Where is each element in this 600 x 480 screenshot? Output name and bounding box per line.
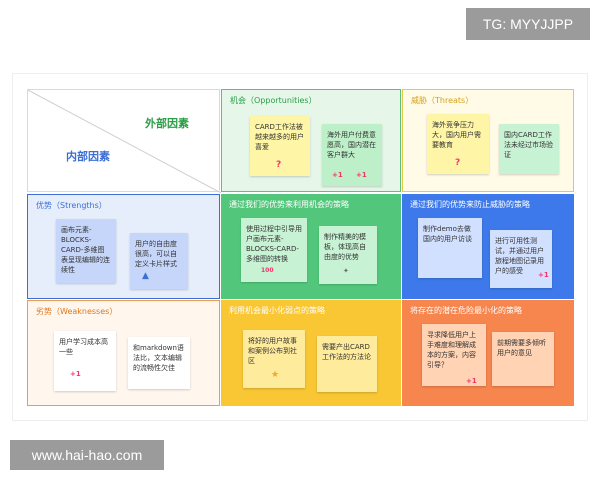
- question-mark-icon: ?: [276, 160, 282, 170]
- note-text: 将好的用户故事和案例公布到社区: [248, 337, 297, 365]
- sticky-note[interactable]: 画布元素-BLOCKS-CARD-多维图表呈现编辑的连续性: [56, 219, 116, 283]
- so-strategy-title: 通过我们的优势来利用机会的策略: [229, 200, 349, 209]
- external-factors-label: 外部因素: [145, 117, 189, 130]
- note-text: 和markdown语法比，文本编辑的流畅性欠佳: [133, 344, 184, 372]
- st-strategy-cell: 通过我们的优势来防止威胁的策略 制作demo去做国内的用户访谈 进行可用性测试，…: [402, 194, 574, 299]
- watermark-bottom: www.hai-hao.com: [10, 440, 164, 470]
- note-text: 海外竞争压力大，国内用户需要教育: [432, 121, 481, 149]
- wt-strategy-cell: 将存在的潜在危险最小化的策略 寻求降低用户上手难度和理解成本的方案，内容引导？ …: [402, 300, 574, 406]
- opportunities-title: 机会（Opportunities）: [230, 96, 317, 105]
- sticky-note[interactable]: 制作demo去做国内的用户访谈: [418, 218, 482, 278]
- plus-one-icon: +1: [332, 171, 343, 179]
- opportunities-cell: 机会（Opportunities） CARD工作法被越来越多的用户喜爱 ? 海外…: [221, 89, 401, 192]
- sticky-note[interactable]: 将好的用户故事和案例公布到社区 ★: [243, 330, 305, 388]
- threats-cell: 威胁（Threats） 海外竞争压力大，国内用户需要教育 ? 国内CARD工作法…: [402, 89, 574, 192]
- note-text: 用户的自由度很高，可以自定义卡片样式: [135, 240, 177, 268]
- internal-factors-label: 内部因素: [66, 150, 110, 163]
- plus-one-icon: +1: [538, 271, 549, 279]
- wo-strategy-cell: 利用机会最小化弱点的策略 将好的用户故事和案例公布到社区 ★ 需要产出CARD工…: [221, 300, 401, 406]
- note-text: CARD工作法被越来越多的用户喜爱: [255, 123, 304, 151]
- plus-one-icon: +1: [70, 370, 81, 378]
- diagonal-divider: [28, 90, 221, 193]
- note-text: 画布元素-BLOCKS-CARD-多维图表呈现编辑的连续性: [61, 226, 110, 274]
- corner-header: 外部因素 内部因素: [27, 89, 221, 193]
- note-text: 使用过程中引导用户画布元素-BLOCKS-CARD-多维图的转换: [246, 225, 302, 263]
- sticky-note[interactable]: 海外竞争压力大，国内用户需要教育 ?: [427, 114, 489, 174]
- note-text: 需要产出CARD工作法的方法论: [322, 343, 371, 361]
- sticky-note[interactable]: 进行可用性测试，并通过用户旅程地图记录用户的感受 +1: [490, 230, 552, 288]
- 100-icon: 100: [261, 267, 274, 274]
- weaknesses-cell: 劣势（Weaknesses） 用户学习成本高一些 +1 和markdown语法比…: [27, 300, 220, 406]
- sparkle-icon: ✦: [343, 267, 349, 275]
- wt-strategy-title: 将存在的潜在危险最小化的策略: [410, 306, 522, 315]
- strengths-cell: 优势（Strengths） 画布元素-BLOCKS-CARD-多维图表呈现编辑的…: [27, 194, 220, 299]
- sticky-note[interactable]: 寻求降低用户上手难度和理解成本的方案，内容引导？ +1: [422, 324, 486, 386]
- swot-board: 外部因素 内部因素 机会（Opportunities） CARD工作法被越来越多…: [12, 73, 588, 421]
- sticky-note[interactable]: 海外用户付费意愿高，国内潜在客户群大 +1 +1: [322, 124, 382, 186]
- sticky-note[interactable]: 用户学习成本高一些 +1: [54, 331, 116, 391]
- plus-one-icon: +1: [466, 377, 477, 385]
- note-text: 进行可用性测试，并通过用户旅程地图记录用户的感受: [495, 237, 544, 275]
- plus-one-icon: +1: [356, 171, 367, 179]
- note-text: 制作demo去做国内的用户访谈: [423, 225, 472, 243]
- st-strategy-title: 通过我们的优势来防止威胁的策略: [410, 200, 530, 209]
- note-text: 国内CARD工作法未经过市场验证: [504, 131, 553, 159]
- so-strategy-cell: 通过我们的优势来利用机会的策略 使用过程中引导用户画布元素-BLOCKS-CAR…: [221, 194, 401, 299]
- note-text: 海外用户付费意愿高，国内潜在客户群大: [327, 131, 376, 159]
- sticky-note[interactable]: 制作精美的模板，体现高自由度的优势 ✦: [319, 226, 377, 284]
- strengths-title: 优势（Strengths）: [36, 201, 107, 210]
- sticky-note[interactable]: 前期需要多倾听用户的意见: [492, 332, 554, 386]
- star-icon: ★: [271, 370, 280, 380]
- threats-title: 威胁（Threats）: [411, 96, 474, 105]
- sticky-note[interactable]: 和markdown语法比，文本编辑的流畅性欠佳: [128, 337, 190, 389]
- weaknesses-title: 劣势（Weaknesses）: [36, 307, 118, 316]
- sticky-note[interactable]: 使用过程中引导用户画布元素-BLOCKS-CARD-多维图的转换 100: [241, 218, 307, 282]
- note-text: 制作精美的模板，体现高自由度的优势: [324, 233, 366, 261]
- thumbs-up-icon: ▲: [142, 271, 149, 281]
- sticky-note[interactable]: CARD工作法被越来越多的用户喜爱 ?: [250, 116, 310, 176]
- sticky-note[interactable]: 国内CARD工作法未经过市场验证: [499, 124, 559, 174]
- question-mark-icon: ?: [455, 158, 461, 168]
- wo-strategy-title: 利用机会最小化弱点的策略: [229, 306, 325, 315]
- note-text: 寻求降低用户上手难度和理解成本的方案，内容引导？: [427, 331, 476, 369]
- sticky-note[interactable]: 需要产出CARD工作法的方法论: [317, 336, 377, 392]
- note-text: 前期需要多倾听用户的意见: [497, 339, 546, 357]
- note-text: 用户学习成本高一些: [59, 338, 108, 356]
- sticky-note[interactable]: 用户的自由度很高，可以自定义卡片样式 ▲: [130, 233, 188, 289]
- watermark-top: TG: MYYJJPP: [466, 8, 590, 40]
